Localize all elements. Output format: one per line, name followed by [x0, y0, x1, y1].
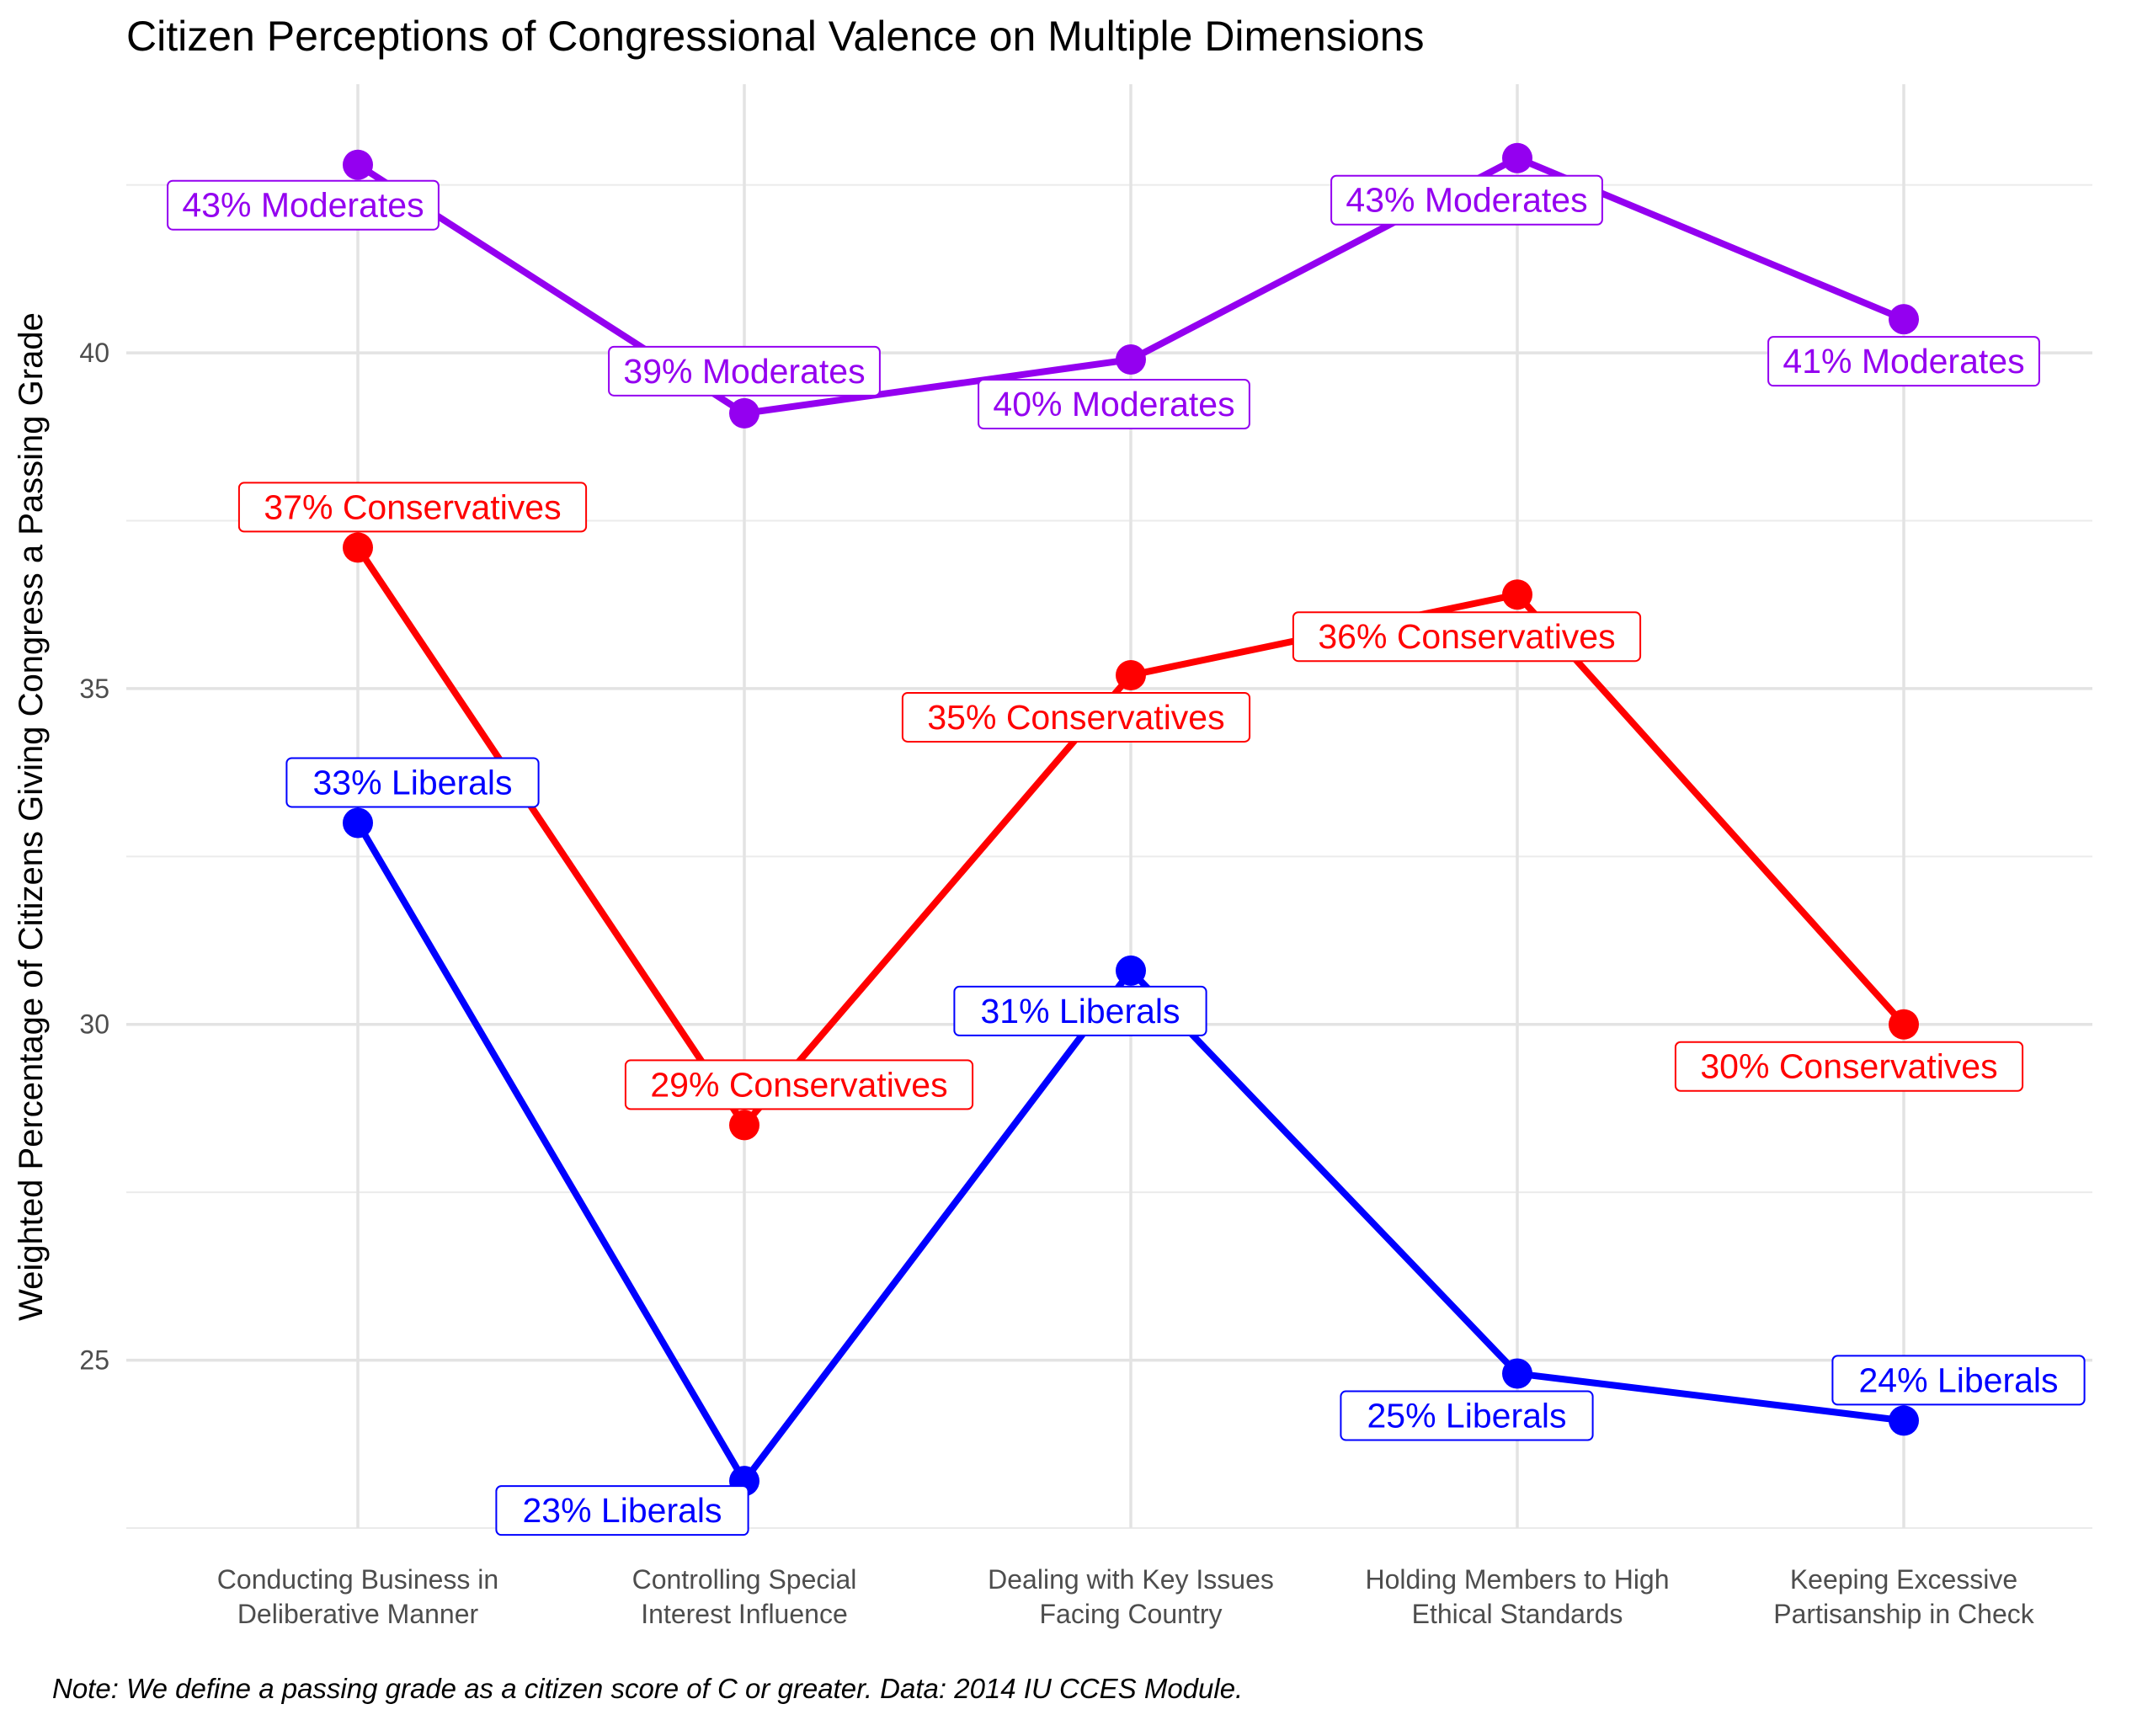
data-label-box — [1340, 1390, 1594, 1441]
data-label: 41% Moderates — [1767, 336, 2040, 387]
data-point — [729, 1110, 759, 1141]
data-label: 37% Conservatives — [237, 482, 588, 533]
x-tick-label: Holding Members to High — [1365, 1564, 1669, 1595]
chart-title: Citizen Perceptions of Congressional Val… — [126, 13, 1425, 60]
data-label-box — [495, 1485, 749, 1536]
data-point — [343, 807, 373, 839]
data-label-text: 43% Moderates — [1346, 181, 1587, 220]
data-point — [1889, 304, 1919, 335]
data-label-box — [1674, 1041, 2024, 1092]
data-point — [343, 149, 373, 180]
data-label-text: 23% Liberals — [522, 1491, 722, 1530]
data-point — [1502, 142, 1532, 173]
data-label: 24% Liberals — [1831, 1355, 2086, 1406]
data-label-box — [285, 757, 540, 808]
data-point — [1502, 579, 1532, 610]
series-line-1 — [343, 142, 1919, 429]
data-label: 33% Liberals — [285, 757, 540, 808]
x-tick-label: Deliberative Manner — [237, 1599, 479, 1629]
data-label-box — [167, 179, 440, 231]
data-label: 43% Moderates — [167, 179, 440, 231]
data-label: 23% Liberals — [495, 1485, 749, 1536]
data-label: 35% Conservatives — [901, 691, 1251, 743]
y-axis-ticks: 25 30 35 40 — [79, 338, 109, 1376]
data-label-box — [953, 985, 1207, 1036]
x-tick-label: Keeping Excessive — [1790, 1564, 2017, 1595]
data-point — [343, 532, 373, 563]
data-point — [1116, 659, 1146, 690]
data-label-box — [1831, 1355, 2086, 1406]
series-layer — [343, 142, 1919, 1497]
y-axis-label: Weighted Percentage of Citizens Giving C… — [13, 312, 50, 1321]
x-tick-label: Facing Country — [1040, 1599, 1223, 1629]
data-label-text: 36% Conservatives — [1318, 617, 1615, 656]
data-labels: 43% Moderates 39% Moderates 40% Moderates 4… — [167, 174, 2086, 1536]
x-tick-label: Dealing with Key Issues — [988, 1564, 1274, 1595]
data-label-box — [237, 482, 588, 533]
data-label-text: 39% Moderates — [623, 352, 865, 391]
data-label: 36% Conservatives — [1292, 611, 1642, 663]
x-tick-label: Interest Influence — [641, 1599, 847, 1629]
data-label: 30% Conservatives — [1674, 1041, 2024, 1092]
x-tick-label: Conducting Business in — [217, 1564, 498, 1595]
data-point — [729, 397, 759, 429]
data-label: 25% Liberals — [1340, 1390, 1594, 1441]
data-label: 39% Moderates — [608, 345, 881, 397]
data-label-box — [1330, 174, 1603, 226]
data-label-text: 43% Moderates — [182, 186, 424, 225]
data-label-text: 29% Conservatives — [650, 1065, 947, 1104]
y-tick-label: 35 — [79, 674, 109, 704]
data-label: 43% Moderates — [1330, 174, 1603, 226]
data-label-text: 24% Liberals — [1858, 1361, 2058, 1399]
y-tick-label: 40 — [79, 338, 109, 368]
data-label-text: 33% Liberals — [312, 763, 512, 801]
data-label-box — [978, 379, 1250, 430]
data-point — [1116, 344, 1146, 375]
series-line-2 — [343, 532, 1919, 1141]
data-label-text: 35% Conservatives — [927, 698, 1224, 737]
y-tick-label: 30 — [79, 1009, 109, 1040]
data-label-text: 31% Liberals — [980, 992, 1180, 1030]
data-point — [1889, 1009, 1919, 1040]
data-label: 29% Conservatives — [624, 1059, 974, 1110]
y-tick-label: 25 — [79, 1345, 109, 1376]
x-tick-label: Ethical Standards — [1412, 1599, 1623, 1629]
data-label-box — [608, 345, 881, 397]
data-label-box — [1767, 336, 2040, 387]
chart-note: Note: We define a passing grade as a cit… — [52, 1673, 1243, 1704]
x-tick-label: Partisanship in Check — [1773, 1599, 2034, 1629]
data-point — [1502, 1358, 1532, 1389]
data-label-box — [624, 1059, 974, 1110]
data-label-text: 41% Moderates — [1783, 342, 2024, 381]
data-label: 31% Liberals — [953, 985, 1207, 1036]
data-label-text: 25% Liberals — [1367, 1397, 1566, 1435]
data-label-box — [1292, 611, 1642, 663]
x-axis-ticks: Conducting Business in Deliberative Manne… — [217, 1564, 2035, 1629]
data-label-text: 40% Moderates — [993, 385, 1234, 423]
data-label: 40% Moderates — [978, 379, 1250, 430]
data-label-box — [901, 691, 1251, 743]
data-point — [1889, 1405, 1919, 1436]
data-label-text: 37% Conservatives — [264, 487, 561, 526]
data-label-text: 30% Conservatives — [1700, 1047, 1997, 1086]
grid — [126, 84, 2092, 1529]
data-point — [1116, 955, 1146, 986]
x-tick-label: Controlling Special — [632, 1564, 857, 1595]
